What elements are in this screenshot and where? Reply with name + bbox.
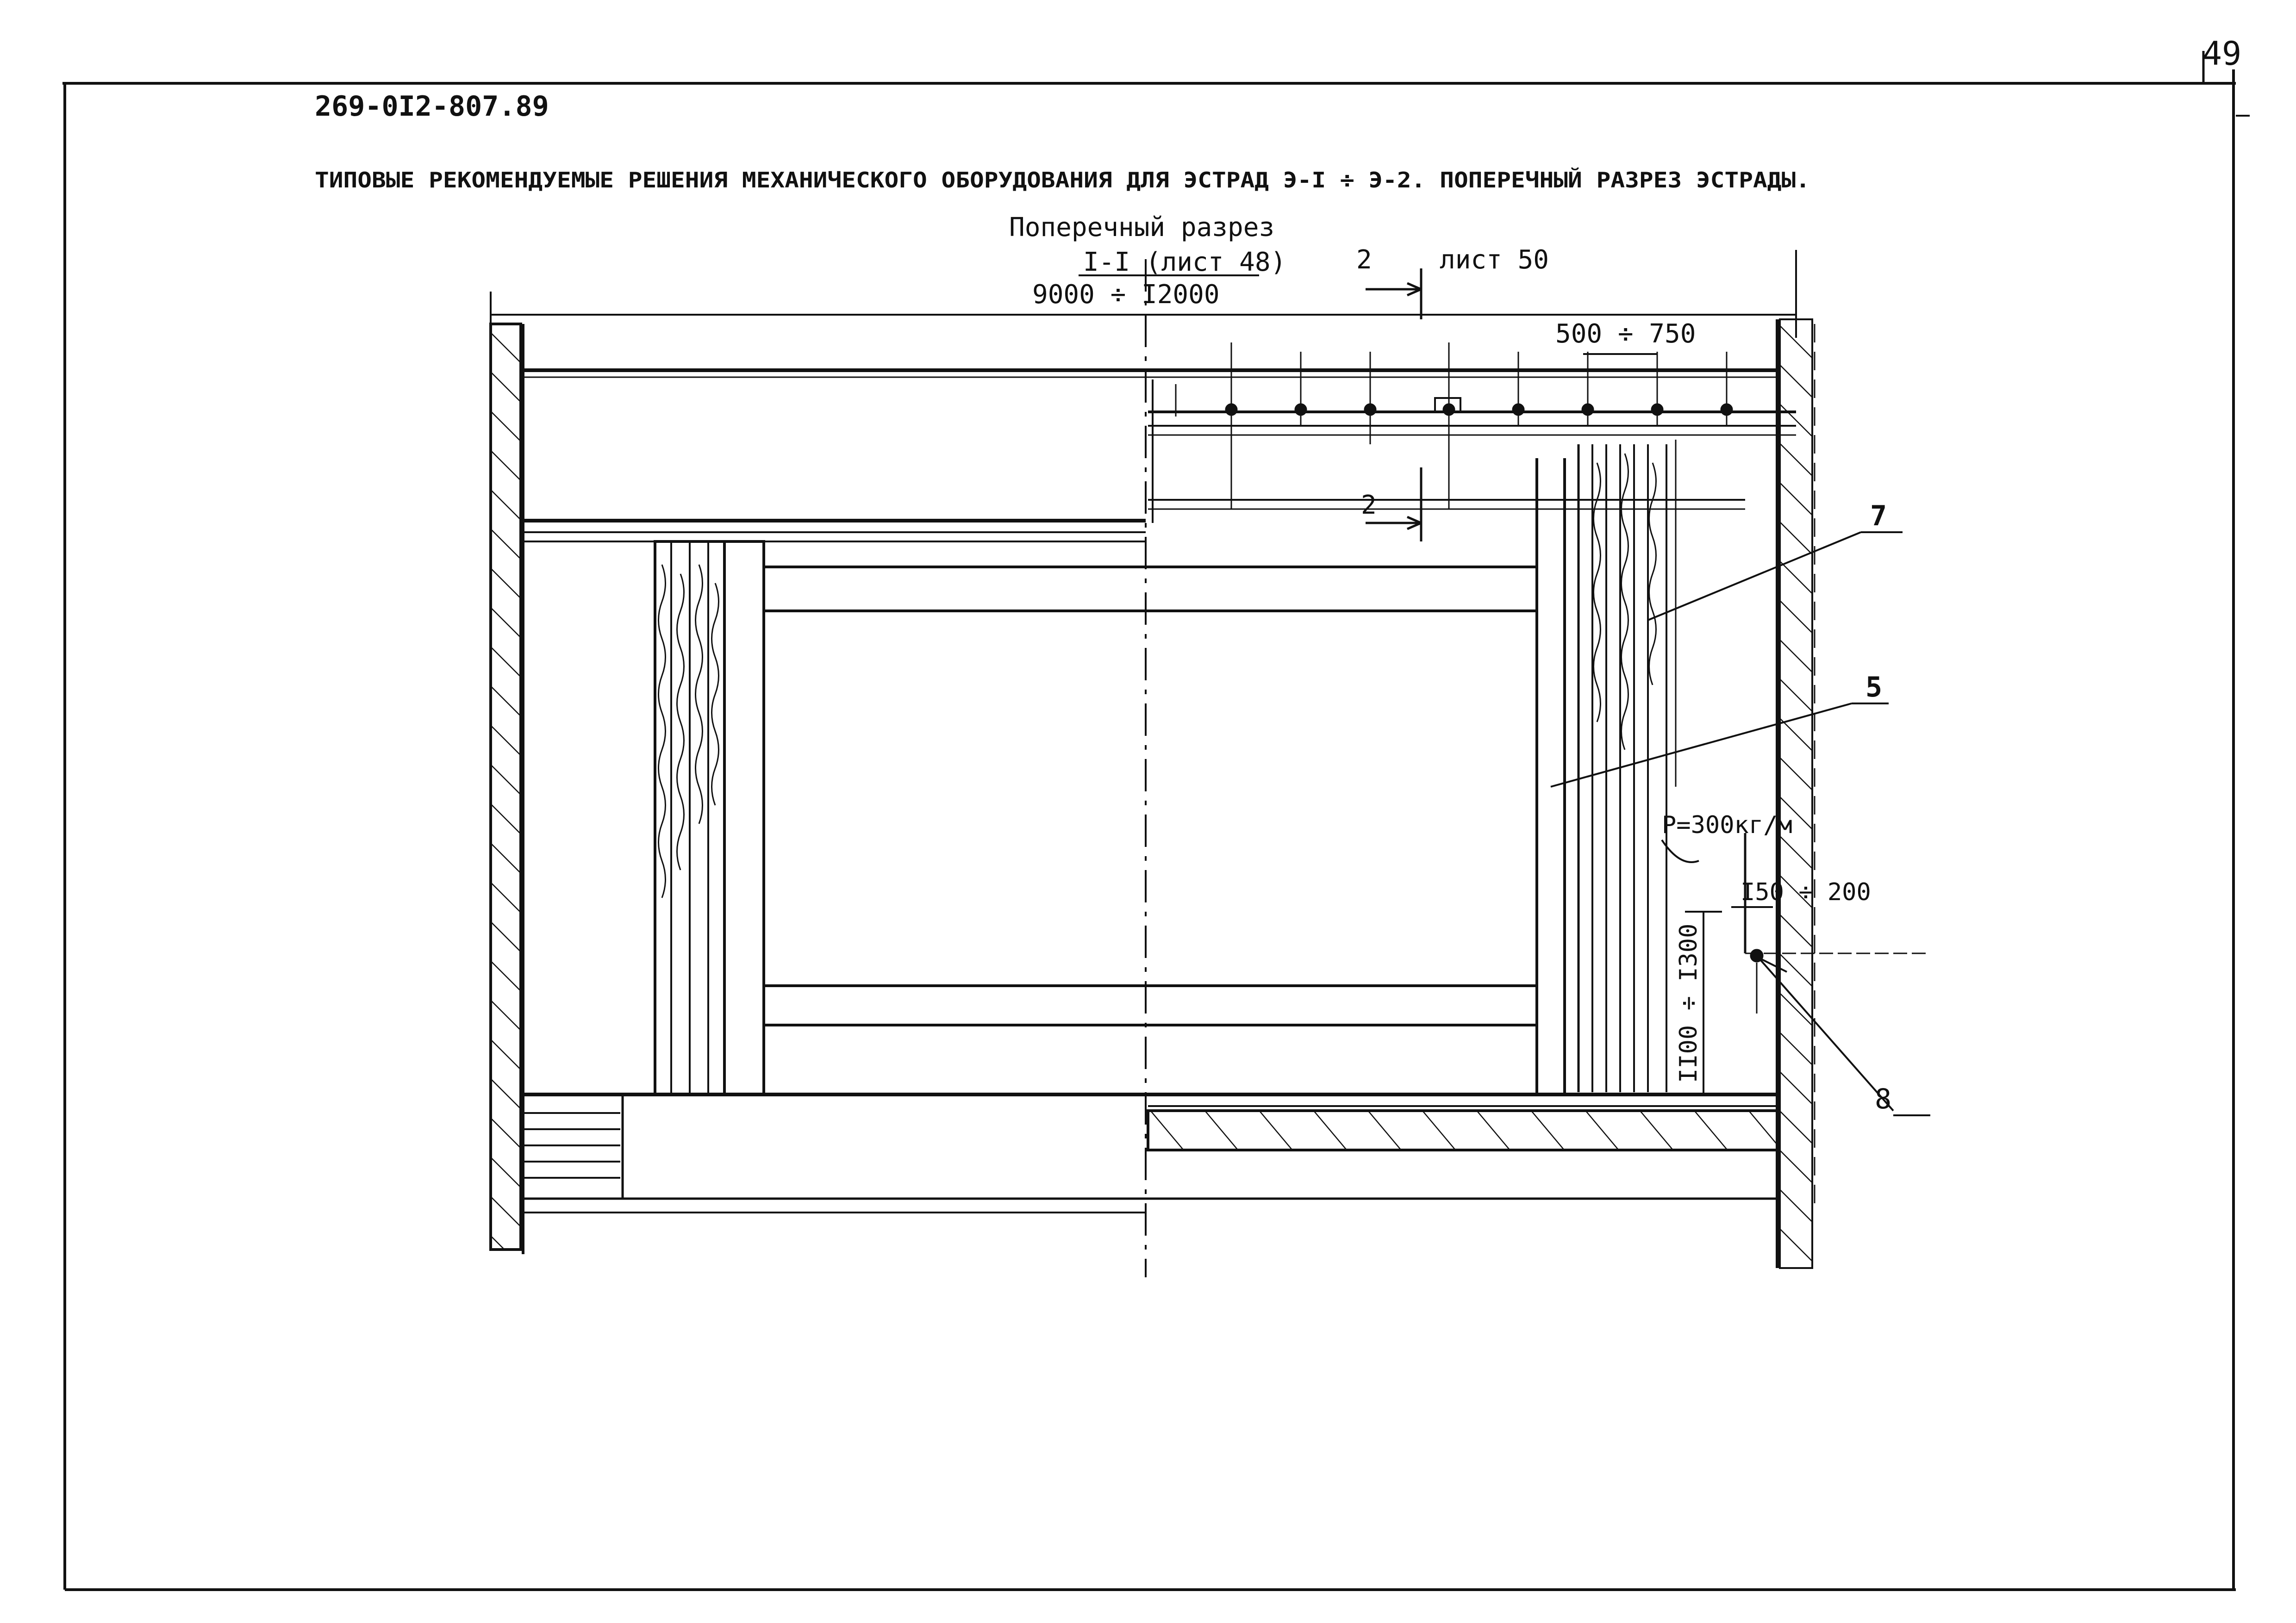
- callout-7: [1647, 531, 1903, 621]
- height-dimension: II00 ÷ I300: [1675, 924, 1703, 1083]
- section-title: Поперечный разрез: [1009, 212, 1274, 243]
- left-curtain: [654, 540, 726, 1096]
- cut-mark-sheet: лист 50: [1440, 245, 1549, 275]
- cut-mark-bottom: [1366, 467, 1423, 541]
- left-wall: [489, 323, 524, 1254]
- cut-mark-bottom-label: 2: [1361, 490, 1377, 520]
- rigging-pulleys: [1225, 342, 1733, 509]
- document-code: 269-0I2-807.89: [315, 90, 549, 123]
- height-dimension-line: [1685, 911, 1722, 1094]
- stage-floor: [521, 1093, 1779, 1213]
- sheet-frame: [62, 51, 2236, 1591]
- right-wall: [1776, 250, 1813, 1269]
- callout-8: [1756, 955, 1930, 1116]
- offset-dimension: I50 ÷ 200: [1741, 878, 1871, 906]
- callout-7-label: 7: [1870, 500, 1887, 532]
- handrail: [1744, 833, 1930, 1014]
- page-number: 49: [2202, 35, 2241, 73]
- cut-mark-label: 2: [1356, 245, 1372, 275]
- load-label: P=300кг/м: [1662, 811, 1792, 839]
- stage-frame: [723, 458, 1566, 1096]
- section-reference: I-I (лист 48): [1083, 247, 1286, 277]
- callout-8-label: 8: [1875, 1083, 1891, 1115]
- sheet-title: ТИПОВЫЕ РЕКОМЕНДУЕМЫЕ РЕШЕНИЯ МЕХАНИЧЕСК…: [315, 168, 1810, 193]
- ceiling-structure: [523, 368, 1796, 542]
- cut-mark-top: [1366, 268, 1423, 319]
- overall-dimension: 9000 ÷ I2000: [1032, 280, 1220, 310]
- callout-5-label: 5: [1866, 671, 1882, 703]
- right-curtain: [1577, 440, 1677, 1092]
- spacing-dimension: 500 ÷ 750: [1555, 319, 1696, 349]
- load-leader: [1661, 839, 1699, 863]
- callout-5: [1550, 703, 1889, 788]
